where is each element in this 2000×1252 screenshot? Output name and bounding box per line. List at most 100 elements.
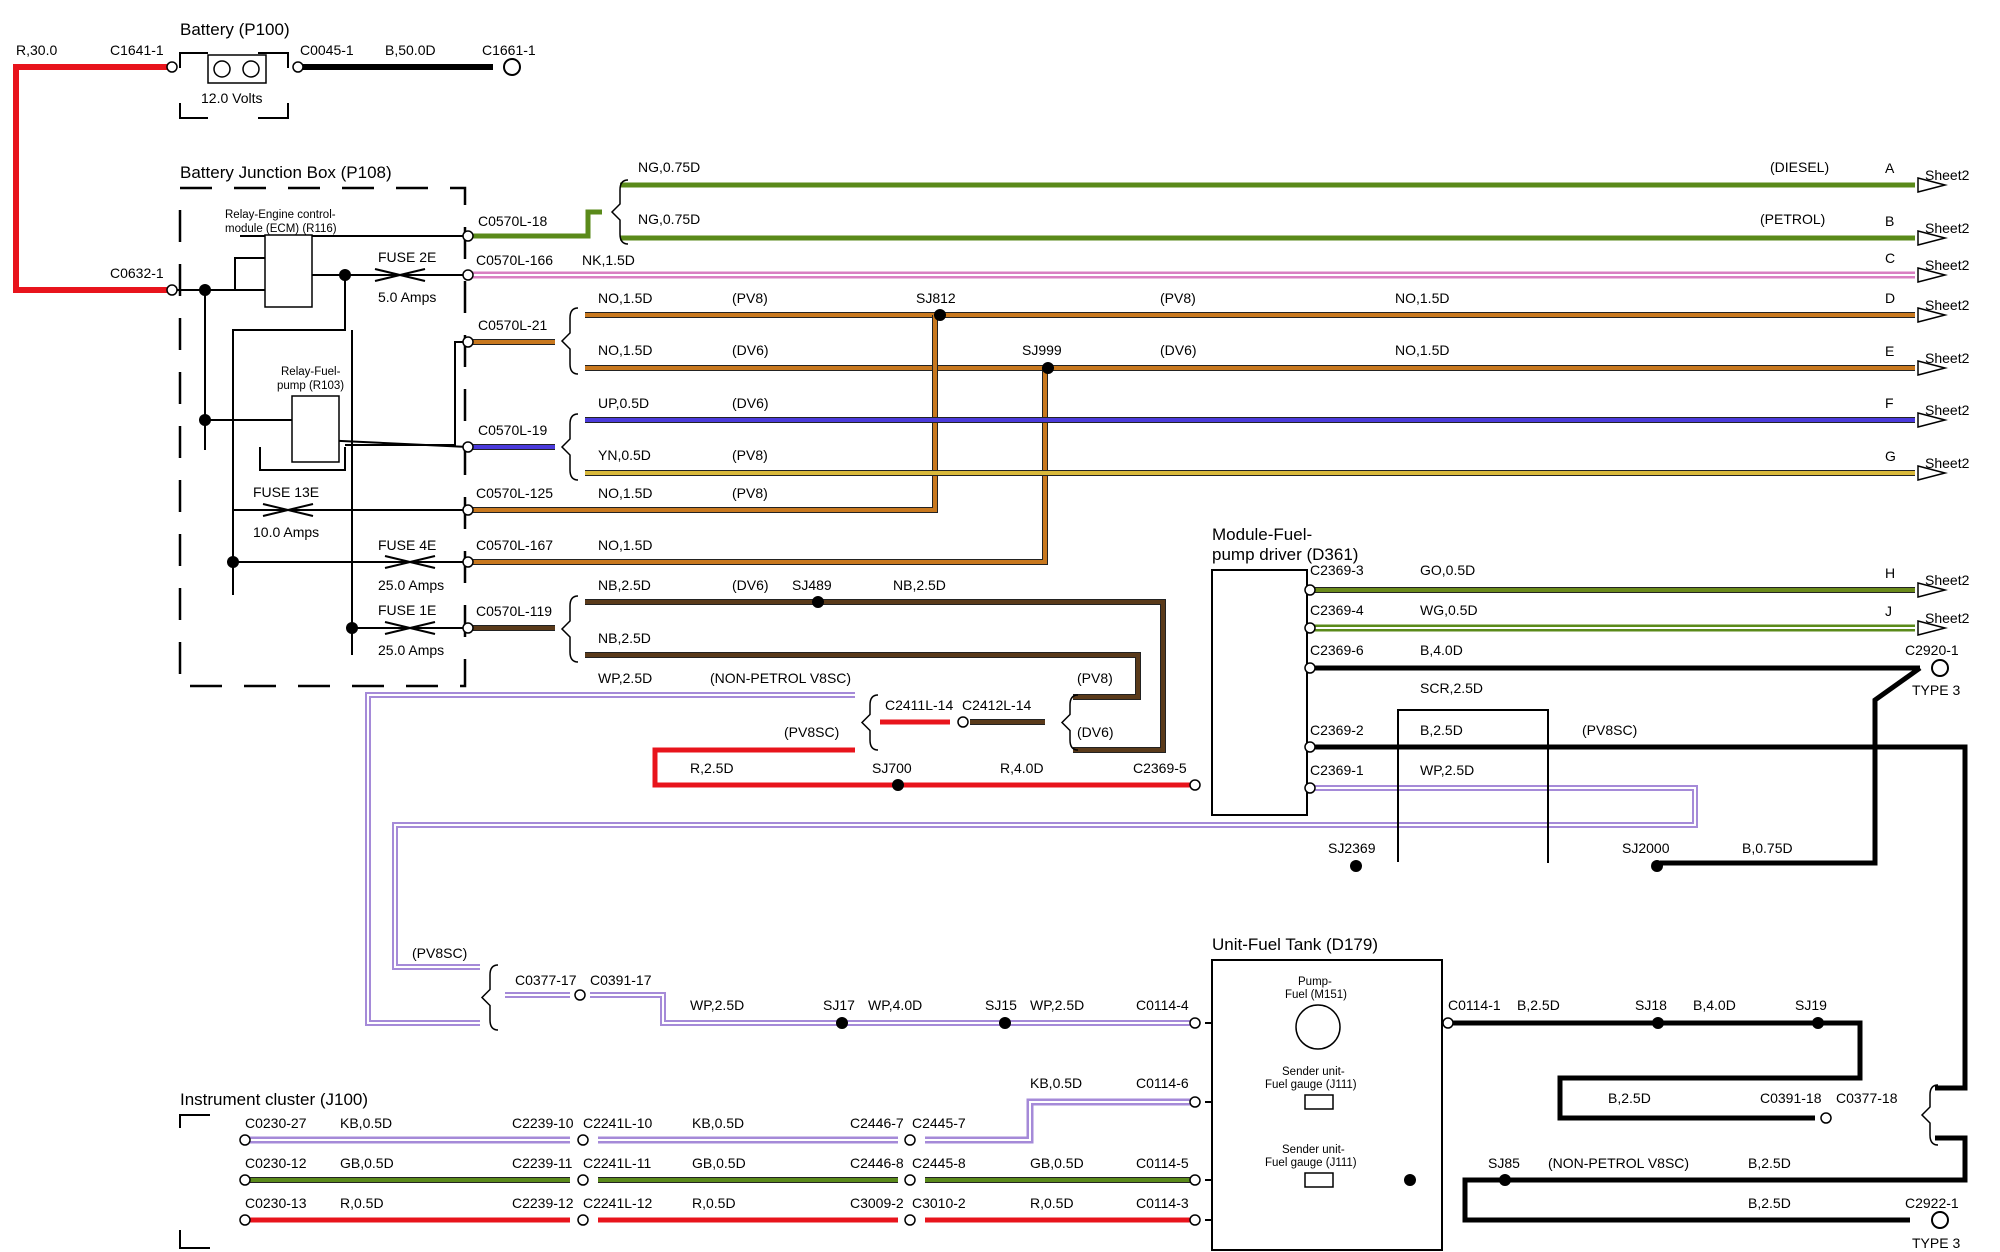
wires-layer xyxy=(13,64,1968,1223)
wire-label: (PETROL) xyxy=(1760,211,1825,227)
wire-label: C2446-8 xyxy=(850,1155,904,1171)
wire-label: SJ18 xyxy=(1635,997,1667,1013)
battery-box-br xyxy=(258,103,289,119)
sender-1-label-2: Fuel gauge (J111) xyxy=(1265,1079,1357,1091)
wire-label: NB,2.5D xyxy=(598,630,651,646)
splice-dot-5 xyxy=(999,1017,1011,1029)
wire-label: C3009-2 xyxy=(850,1195,904,1211)
wire-label: C2445-8 xyxy=(912,1155,966,1171)
wire-label: (PV8SC) xyxy=(784,724,839,740)
wire-label: C0114-3 xyxy=(1136,1195,1189,1211)
wire-label: NO,1.5D xyxy=(598,342,652,358)
wire-label: B,50.0D xyxy=(385,42,436,58)
connector-10 xyxy=(1304,584,1316,596)
wire-label: C2241L-10 xyxy=(583,1115,652,1131)
battery-plus-icon xyxy=(213,60,231,78)
connector-7 xyxy=(462,504,474,516)
wire-label: (PV8) xyxy=(732,290,768,306)
wire-nb-top-core xyxy=(585,600,1165,752)
wire-label: (DV6) xyxy=(1077,724,1114,740)
splice-dot-16 xyxy=(1404,1174,1416,1186)
wire-label: KB,0.5D xyxy=(1030,1075,1082,1091)
wire-label: WG,0.5D xyxy=(1420,602,1478,618)
wire-label: C0391-18 xyxy=(1760,1090,1822,1106)
wire-label: C2446-7 xyxy=(850,1115,904,1131)
sheet-letter: J xyxy=(1885,603,1892,619)
fuse-rating: 10.0 Amps xyxy=(253,524,319,540)
wire-wp-fuse-run xyxy=(392,785,1698,970)
connector-3 xyxy=(462,230,474,242)
sender-2-label-2: Fuel gauge (J111) xyxy=(1265,1157,1357,1169)
wire-nb-mid-edge xyxy=(585,652,1141,700)
splice-dot-9 xyxy=(1812,1017,1824,1029)
wire-label: C3010-2 xyxy=(912,1195,966,1211)
wire-label: R,0.5D xyxy=(692,1195,736,1211)
fuse-icon-2-x xyxy=(384,555,436,569)
battery-minus-icon xyxy=(242,60,260,78)
wire-label: B,2.5D xyxy=(1420,722,1463,738)
splice-dot-10 xyxy=(1499,1174,1511,1186)
fuse-rating: 25.0 Amps xyxy=(378,577,444,593)
splice-dot-13 xyxy=(227,556,239,568)
connector-22 xyxy=(239,1174,251,1186)
sender-2-label-1: Sender unit- xyxy=(1282,1144,1345,1156)
sheet-letter: B xyxy=(1885,213,1894,229)
connector-14 xyxy=(1304,782,1316,794)
wire-label: SJ489 xyxy=(792,577,832,593)
wire-label: C0114-6 xyxy=(1136,1075,1189,1091)
wire-label: B,4.0D xyxy=(1693,997,1736,1013)
wire-label: C2369-1 xyxy=(1310,762,1364,778)
sheet-label: Sheet2 xyxy=(1925,455,1970,471)
wire-label: C2445-7 xyxy=(912,1115,966,1131)
connector-25 xyxy=(577,1174,589,1186)
wire-label: SJ999 xyxy=(1022,342,1062,358)
wire-label: C0570L-125 xyxy=(476,485,553,501)
wire-label: C0632-1 xyxy=(110,265,164,281)
connector-29 xyxy=(904,1214,916,1226)
bjb-relay-fuel-coil xyxy=(259,447,346,471)
fuse-rating: 25.0 Amps xyxy=(378,642,444,658)
cluster-box-bottom xyxy=(179,1230,210,1249)
fpdm-label-1: Module-Fuel- xyxy=(1212,525,1312,544)
ground-icon-c2922 xyxy=(1931,1211,1949,1229)
wire-label: C2369-3 xyxy=(1310,562,1364,578)
wire-label: C0230-13 xyxy=(245,1195,307,1211)
wire-label: SJ85 xyxy=(1488,1155,1520,1171)
wire-label: C0230-12 xyxy=(245,1155,307,1171)
components-layer xyxy=(178,52,1443,1251)
connector-31 xyxy=(1820,1112,1832,1124)
connector-2 xyxy=(166,284,178,296)
wire-label: SJ15 xyxy=(985,997,1017,1013)
splice-dot-1 xyxy=(1042,362,1054,374)
wire-label: B,4.0D xyxy=(1420,642,1463,658)
connector-16 xyxy=(1189,1017,1201,1029)
sender-2-resistor-icon xyxy=(1304,1172,1334,1188)
ground-icon-c1661 xyxy=(503,58,521,76)
wire-label: (PV8) xyxy=(732,447,768,463)
wire-wp-left-inner xyxy=(367,694,855,1024)
battery-voltage: 12.0 Volts xyxy=(201,90,263,106)
sheet2-arrow-icon xyxy=(1917,230,1948,246)
wire-kb-3 xyxy=(925,1098,1195,1144)
wire-wp-fuse-run-outer xyxy=(392,785,1698,970)
wire-label: R,4.0D xyxy=(1000,760,1044,776)
wire-label: NG,0.75D xyxy=(638,211,700,227)
wire-label: SJ812 xyxy=(916,290,956,306)
wire-kb-3-inner xyxy=(925,1101,1195,1141)
wire-label: NB,2.5D xyxy=(598,577,651,593)
splice-dot-2 xyxy=(812,596,824,608)
wire-label: NO,1.5D xyxy=(1395,342,1449,358)
wire-label: (DV6) xyxy=(1160,342,1197,358)
ground-c2922-label: C2922-1 xyxy=(1905,1195,1959,1211)
connector-5 xyxy=(462,336,474,348)
battery-symbol xyxy=(207,54,267,84)
wire-label: SJ700 xyxy=(872,760,912,776)
connector-13 xyxy=(1304,741,1316,753)
connector-23 xyxy=(239,1214,251,1226)
sheet-label: Sheet2 xyxy=(1925,297,1970,313)
wire-label: NO,1.5D xyxy=(598,485,652,501)
wire-b-to-c2920 xyxy=(1660,665,1922,866)
wire-label: C2239-11 xyxy=(512,1155,573,1171)
splice-dot-8 xyxy=(1652,1017,1664,1029)
wire-label: C0377-18 xyxy=(1836,1090,1898,1106)
